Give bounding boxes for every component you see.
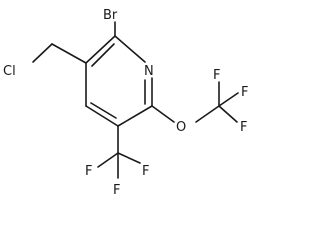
chemical-structure: Br N Cl O F F F F F F [3, 8, 248, 198]
bond-c5-c4-inner [90, 102, 117, 119]
atom-br: Br [103, 8, 118, 23]
bond-c3-c2 [85, 35, 116, 64]
atom-f-ocf3-right: F [241, 85, 248, 100]
atom-f-cf3-left: F [85, 164, 92, 179]
bond-c3-c2-inner [91, 43, 115, 67]
bond-o-c [195, 105, 220, 123]
bond-cf3-f-left [97, 152, 119, 168]
bond-c5-c4 [85, 105, 119, 127]
atom-f-ocf3-top: F [213, 68, 220, 83]
bond-c2-n [114, 35, 146, 63]
atom-cl: Cl [3, 64, 16, 79]
atom-n: N [144, 64, 154, 79]
bond-c-f-right [218, 92, 239, 107]
atom-f-ocf3-bottom: F [240, 120, 247, 135]
bond-cf3-f-right [117, 152, 141, 164]
bond-c6-c5 [117, 105, 153, 127]
atom-f-cf3-bottom: F [113, 183, 120, 198]
bond-ch2-cl [32, 43, 53, 63]
bond-c3-ch2 [51, 43, 87, 64]
bond-c-f-bottom [218, 105, 238, 123]
bond-c6-o [151, 105, 175, 123]
atom-f-cf3-right: F [142, 164, 149, 179]
atom-o: O [176, 120, 186, 135]
